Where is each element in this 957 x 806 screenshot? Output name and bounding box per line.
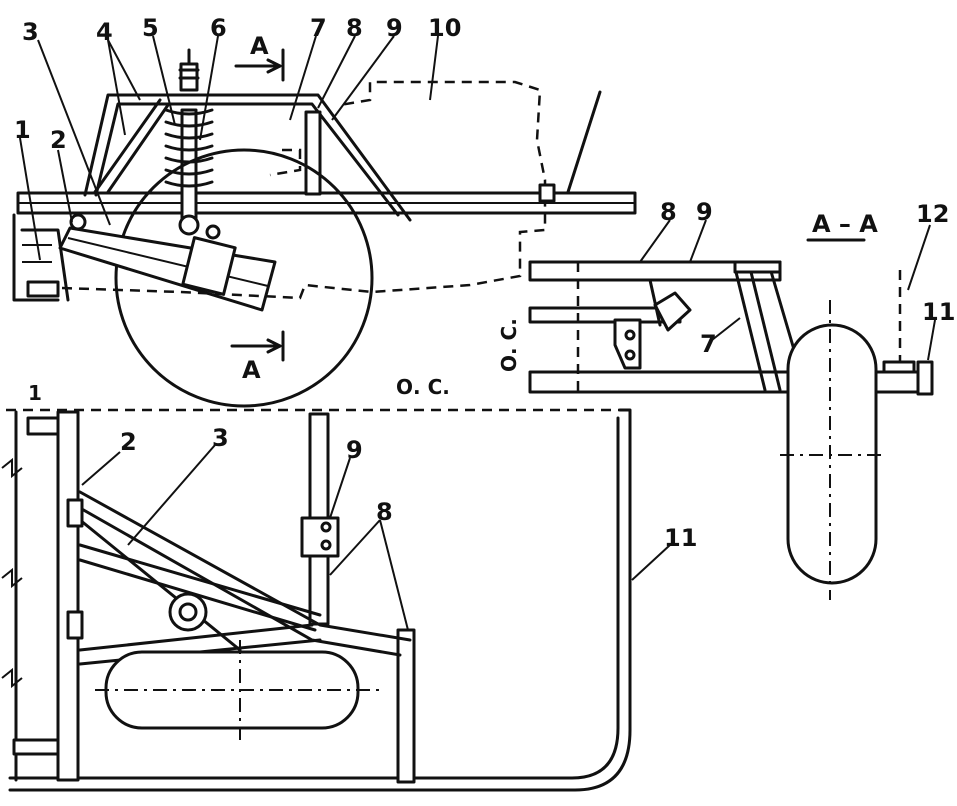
label-12: 12: [916, 200, 949, 228]
section-mark-top: [234, 48, 285, 82]
plan-left-rail: [56, 410, 80, 782]
wheel-circle: [114, 148, 374, 408]
suspension-upper-frame: [83, 93, 412, 222]
label-2-top: 2: [50, 126, 67, 154]
brace-left-inner: [106, 103, 170, 194]
label-8-bottom: 8: [376, 498, 393, 526]
label-section-top: A: [250, 32, 269, 60]
plan-arm-mid: [78, 543, 322, 617]
label-4: 4: [96, 18, 113, 46]
label-5: 5: [142, 14, 159, 42]
swing-arm: [58, 214, 277, 312]
label-1-top: 1: [14, 116, 31, 144]
plan-pivot-2a: [66, 498, 84, 528]
label-section-bottom: A: [242, 356, 261, 384]
label-11-bottom: 11: [664, 524, 697, 552]
label-9-section: 9: [696, 198, 713, 226]
label-3-bottom: 3: [212, 424, 229, 452]
section-title: A – A: [812, 210, 878, 238]
label-1-bottom: 1: [28, 381, 42, 405]
tow-bar: [566, 90, 602, 194]
brace-left: [93, 98, 162, 194]
section-mark-bottom: [230, 330, 285, 362]
section-pad: [653, 291, 692, 332]
label-2-bottom: 2: [120, 428, 137, 456]
body-outline-inner: [8, 416, 620, 780]
label-11-section: 11: [922, 298, 955, 326]
plan-view: О. С.: [1, 375, 697, 792]
label-6: 6: [210, 14, 227, 42]
side-view: 1 2 3 4 5 6 A 7 8 9 10 A: [12, 14, 637, 408]
section-bracket: [613, 318, 642, 370]
left-bracket: [12, 213, 87, 302]
plan-clamp-9: [300, 516, 340, 558]
plan-pivot-2b: [66, 610, 84, 640]
label-9-top: 9: [386, 14, 403, 42]
label-7-top: 7: [310, 14, 327, 42]
label-os-horizontal: О. С.: [396, 375, 450, 399]
leaders-top: [19, 35, 439, 261]
step-line-dashed: [269, 148, 302, 177]
label-os-vertical: О. С.: [497, 318, 521, 372]
suspension-upper-frame-inner: [94, 102, 400, 217]
break-marks: [1, 457, 23, 689]
section-a-a-view: A – A 8 9 7 12 11 О. С.: [497, 198, 955, 600]
body-outline-dashed: [61, 80, 547, 300]
label-7-section: 7: [700, 330, 717, 358]
plan-arm-diagonal: [78, 518, 242, 652]
label-9-bottom: 9: [346, 436, 363, 464]
label-3-top: 3: [22, 18, 39, 46]
plan-vertical-member-right: [396, 628, 416, 784]
end-plate-11: [916, 360, 934, 396]
label-8-top: 8: [346, 14, 363, 42]
tow-clamp: [538, 183, 556, 203]
post-right: [304, 110, 322, 196]
plan-arm-upper: [78, 490, 412, 642]
body-outline: [8, 408, 632, 792]
plan-arm-lower: [78, 623, 314, 652]
plan-hitch-1: [26, 416, 60, 436]
label-8-section: 8: [660, 198, 677, 226]
label-10: 10: [428, 14, 461, 42]
